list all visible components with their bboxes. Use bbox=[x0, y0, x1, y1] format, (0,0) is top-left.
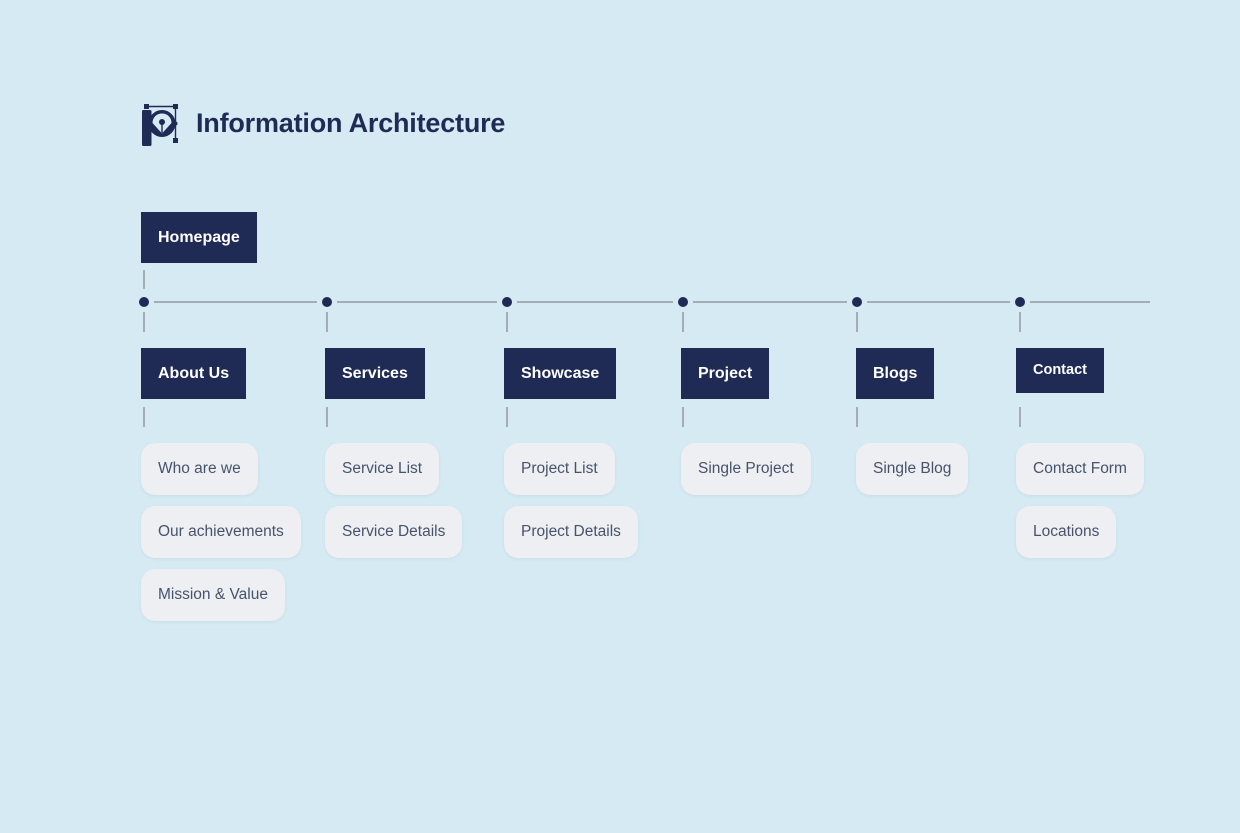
node-contact-form[interactable]: Contact Form bbox=[1016, 443, 1144, 495]
connector-stub bbox=[326, 312, 328, 332]
connector-spine-segment bbox=[337, 301, 497, 303]
node-single-project[interactable]: Single Project bbox=[681, 443, 811, 495]
connector-dot bbox=[139, 297, 149, 307]
connector-dot bbox=[852, 297, 862, 307]
node-blogs[interactable]: Blogs bbox=[856, 348, 935, 399]
connector-dot bbox=[678, 297, 688, 307]
connector-stub bbox=[143, 407, 145, 427]
pen-tool-logo-icon bbox=[140, 100, 180, 146]
connector-stub bbox=[856, 312, 858, 332]
connector-stub bbox=[326, 407, 328, 427]
connector-stub bbox=[682, 312, 684, 332]
node-services[interactable]: Services bbox=[325, 348, 425, 399]
page-title: Information Architecture bbox=[196, 107, 506, 138]
connector-stub bbox=[506, 312, 508, 332]
node-project[interactable]: Project bbox=[681, 348, 770, 399]
connector-stub bbox=[1019, 407, 1021, 427]
node-our-achievements[interactable]: Our achievements bbox=[141, 506, 301, 558]
connector-spine-segment bbox=[154, 301, 317, 303]
connector-spine-segment bbox=[867, 301, 1010, 303]
connector-stub bbox=[856, 407, 858, 427]
connector-dot bbox=[502, 297, 512, 307]
node-homepage[interactable]: Homepage bbox=[141, 212, 257, 263]
connector-stub bbox=[1019, 312, 1021, 332]
connector-spine-segment bbox=[1030, 301, 1150, 303]
node-single-blog[interactable]: Single Blog bbox=[856, 443, 969, 495]
connector-spine-segment bbox=[693, 301, 847, 303]
node-showcase[interactable]: Showcase bbox=[504, 348, 617, 399]
node-project-details[interactable]: Project Details bbox=[504, 506, 638, 558]
brand-header: Information Architecture bbox=[140, 100, 505, 146]
node-contact[interactable]: Contact bbox=[1016, 348, 1104, 393]
connector-dot bbox=[322, 297, 332, 307]
connector-stub bbox=[506, 407, 508, 427]
node-service-list[interactable]: Service List bbox=[325, 443, 440, 495]
node-mission-and-value[interactable]: Mission & Value bbox=[141, 569, 285, 621]
connector-stub bbox=[143, 312, 145, 332]
node-service-details[interactable]: Service Details bbox=[325, 506, 463, 558]
connector-stub bbox=[682, 407, 684, 427]
node-about-us[interactable]: About Us bbox=[141, 348, 247, 399]
node-who-are-we[interactable]: Who are we bbox=[141, 443, 258, 495]
connector-spine-segment bbox=[517, 301, 673, 303]
node-project-list[interactable]: Project List bbox=[504, 443, 615, 495]
connector-dot bbox=[1015, 297, 1025, 307]
node-locations[interactable]: Locations bbox=[1016, 506, 1117, 558]
connector-stub-homepage bbox=[143, 270, 145, 289]
